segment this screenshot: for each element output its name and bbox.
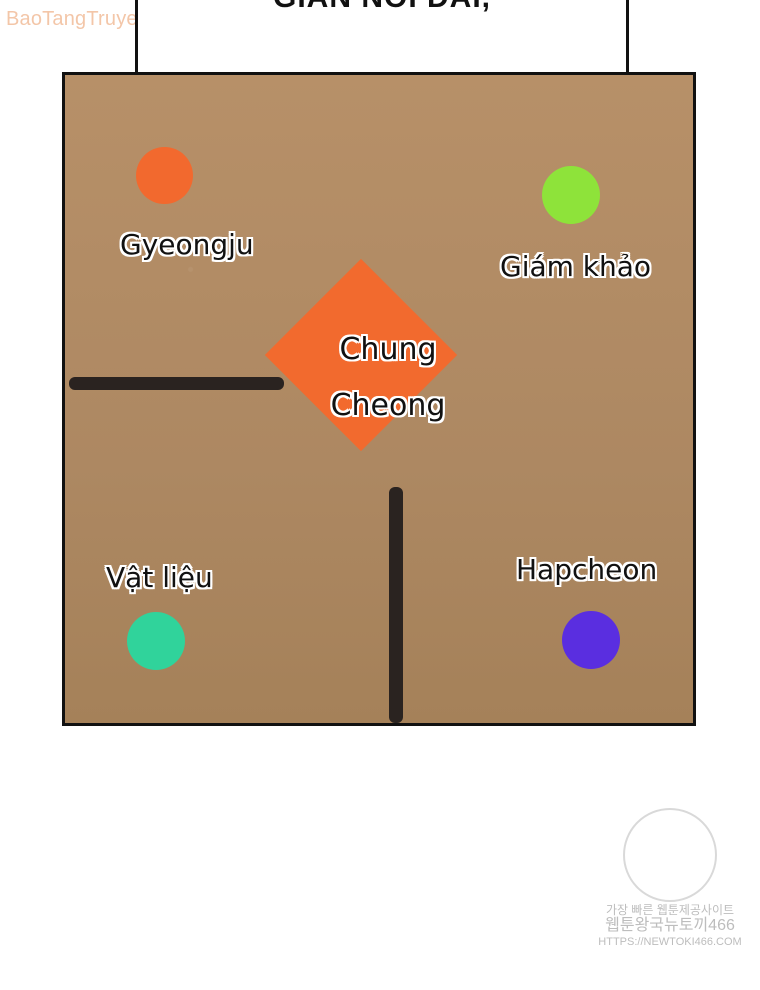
watermark-line1: 가장 빠른 웹툰제공사이트 <box>605 903 735 917</box>
wall-horizontal <box>69 377 284 390</box>
dot-hapcheon <box>562 611 620 669</box>
center-label-line2: Cheong <box>330 388 446 423</box>
label-vat-lieu: Vật liệu <box>106 561 213 594</box>
center-label-line1: Chung <box>339 332 437 367</box>
dot-vat-lieu <box>127 612 185 670</box>
label-hapcheon: Hapcheon <box>516 553 658 586</box>
dot-giam-khao <box>542 166 600 224</box>
wall-vertical <box>389 487 403 723</box>
speech-text: GIAN NỐI DÀI, <box>138 0 626 15</box>
dot-gyeongju <box>136 147 193 204</box>
label-gyeongju: Gyeongju <box>120 228 254 261</box>
watermark-bottom: 가장 빠른 웹툰제공사이트 웹툰왕국뉴토끼466 HTTPS://NEWTOKI… <box>595 808 745 978</box>
watermark-mascot-icon <box>623 808 717 902</box>
label-giam-khao: Giám khảo <box>500 250 652 283</box>
watermark-line3: HTTPS://NEWTOKI466.COM <box>598 936 742 948</box>
watermark-line2: 웹툰왕국뉴토끼466 <box>605 917 735 934</box>
center-label: Chung Cheong <box>290 322 486 434</box>
